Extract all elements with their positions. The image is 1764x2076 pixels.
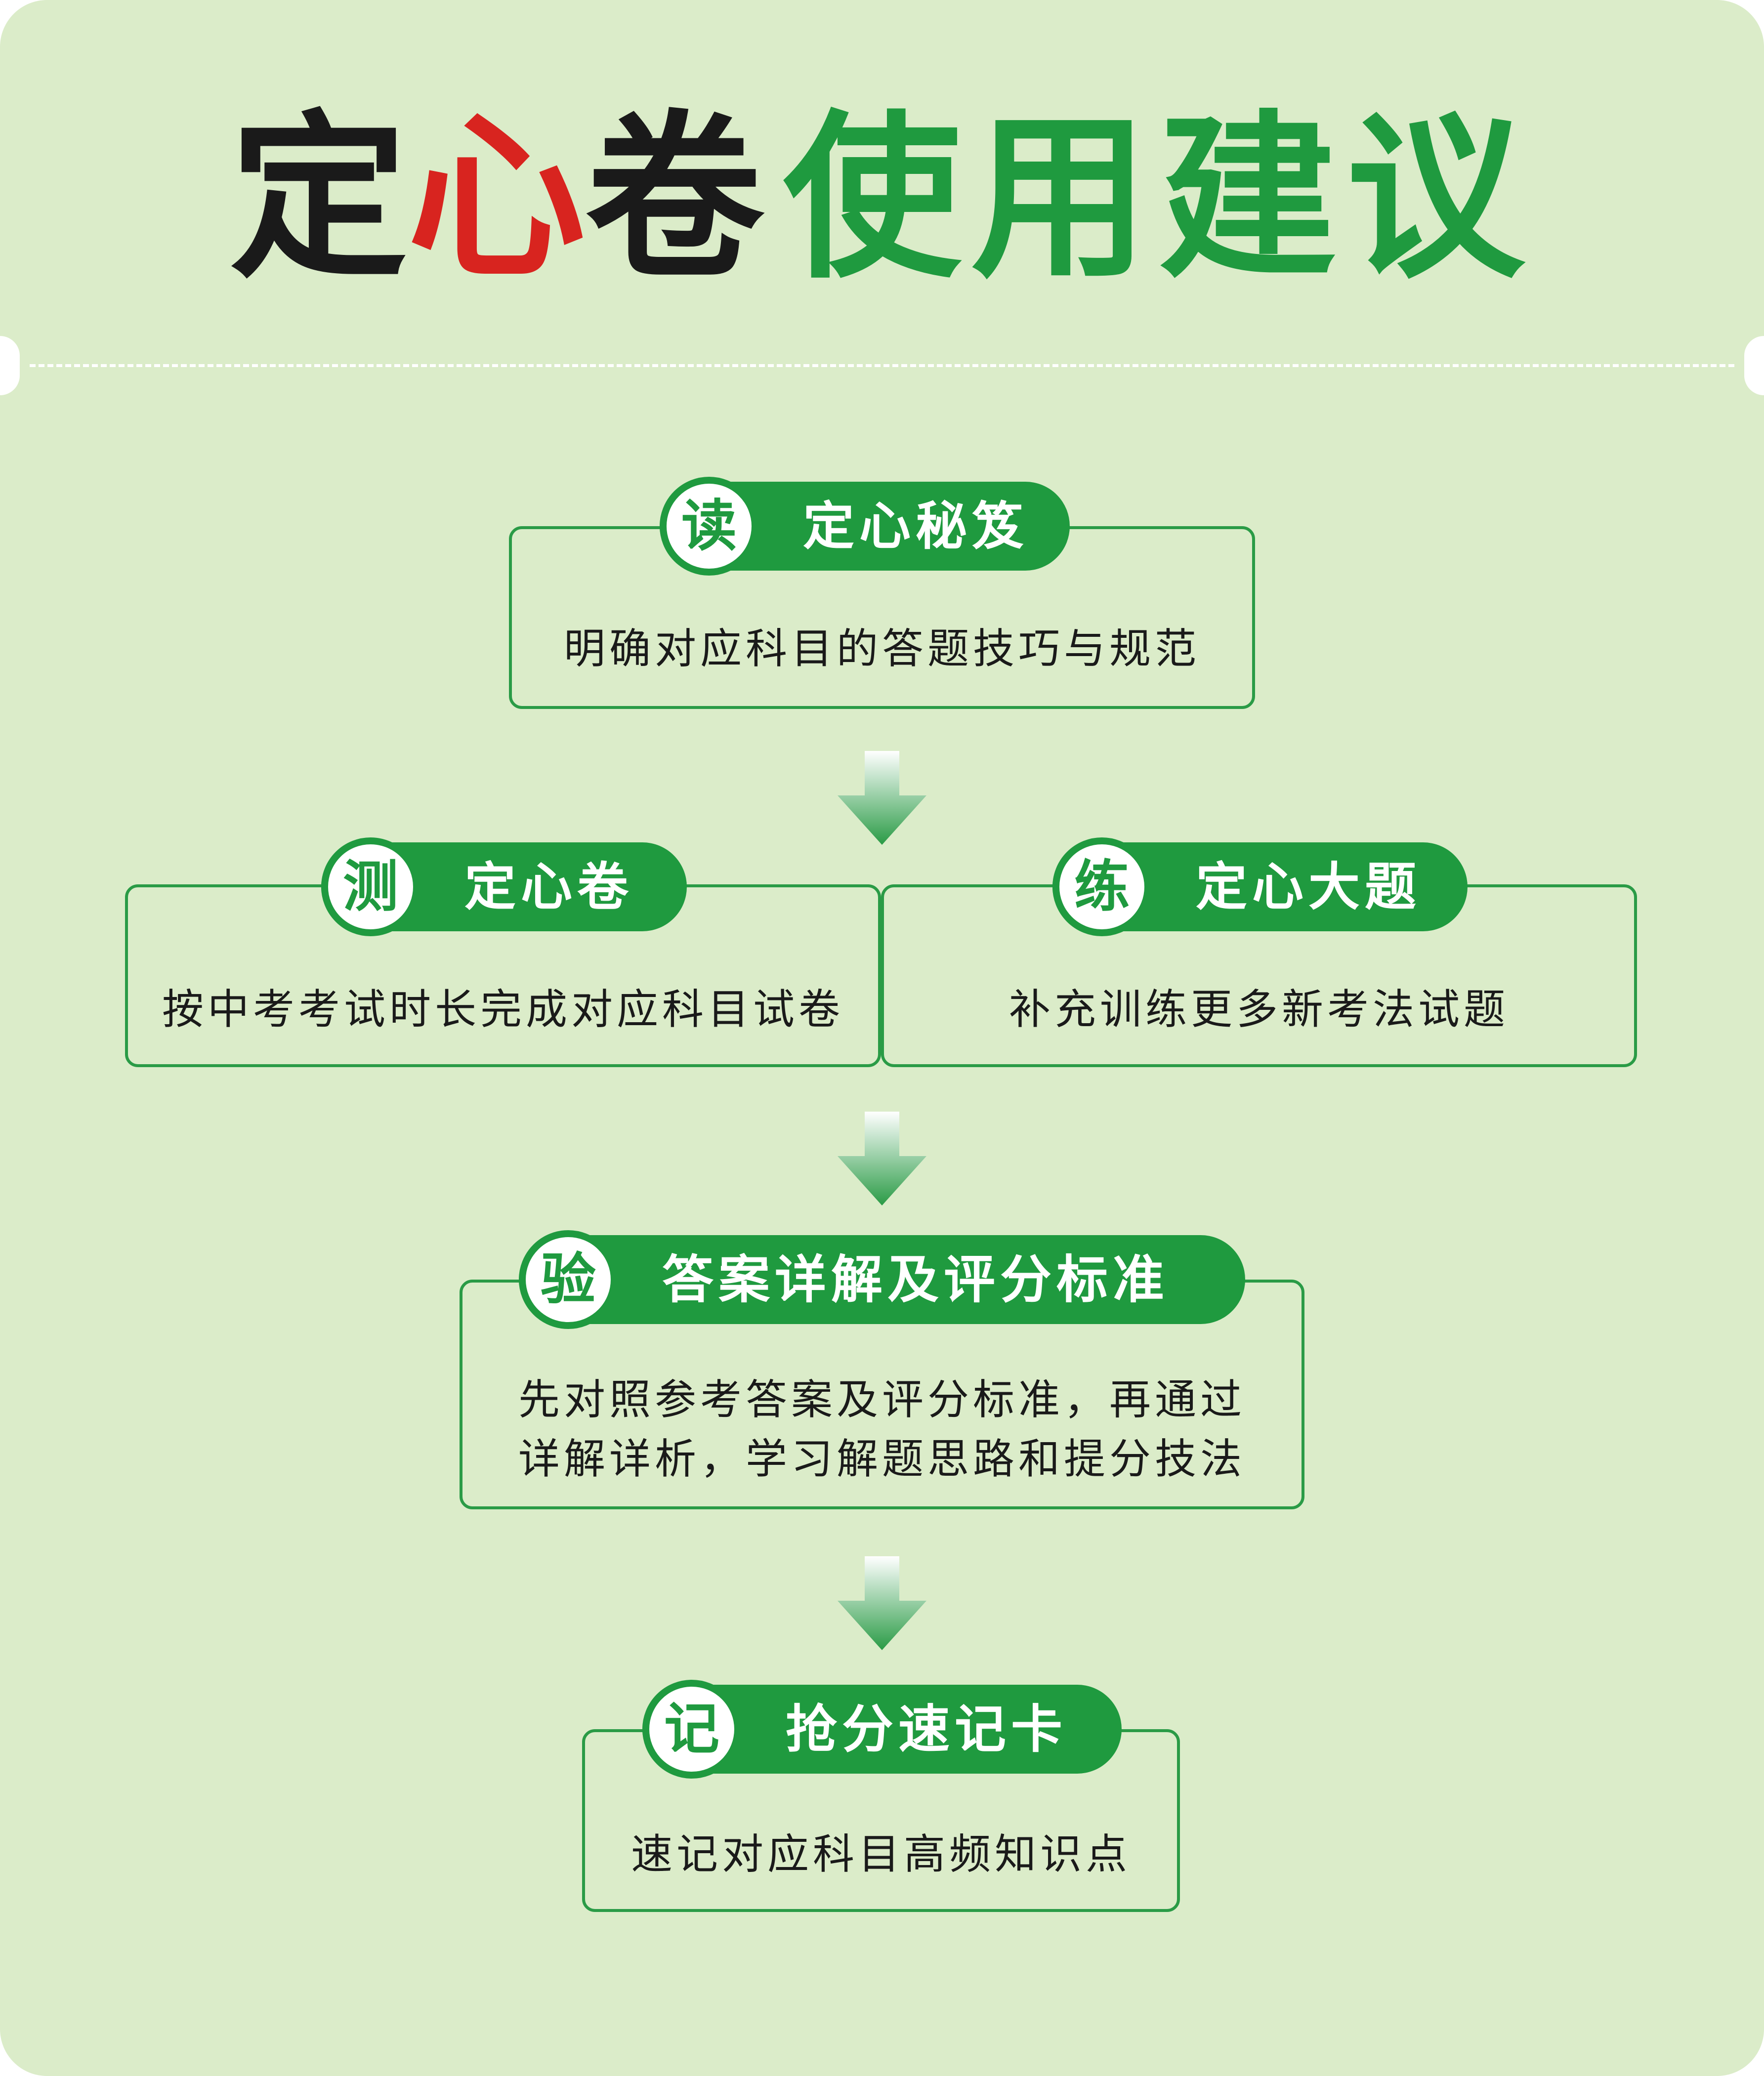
page-title: 定心卷使用建议 (0, 93, 1764, 302)
dashed-divider (30, 364, 1734, 367)
step-practice-desc: 补充训练更多新考法试题 (1008, 985, 1509, 1034)
down-arrow-icon (838, 1112, 926, 1205)
ticket-notch-right (1744, 336, 1764, 395)
title-usage-advice: 使用建议 (783, 95, 1534, 302)
step-memorize-header: 记 抢分速记卡 (642, 1680, 1122, 1779)
step-test-label: 定心卷 (464, 857, 634, 917)
test-icon: 测 (321, 837, 420, 936)
step-practice-label: 定心大题 (1196, 857, 1422, 917)
down-arrow-icon (838, 751, 926, 845)
title-char-xin: 心 (408, 93, 586, 302)
step-memorize-desc: 速记对应科目高频知识点 (630, 1830, 1131, 1878)
ticket-notch-left (0, 336, 20, 395)
down-arrow-icon (838, 1556, 926, 1650)
step-read-box: 明确对应科目的答题技巧与规范 (509, 526, 1255, 709)
step-read-header: 读 定心秘笈 (660, 477, 1070, 576)
step-practice-header: 练 定心大题 (1052, 837, 1468, 936)
step-verify-desc-line1: 先对照参考答案及评分标准，再通过 (518, 1375, 1246, 1424)
title-char-ding: 定 (230, 93, 408, 302)
practice-icon: 练 (1052, 837, 1151, 936)
step-verify-desc-line2: 详解详析，学习解题思路和提分技法 (518, 1435, 1246, 1483)
title-char-juan: 卷 (586, 93, 763, 302)
step-memorize-label: 抢分速记卡 (786, 1699, 1068, 1759)
verify-icon: 验 (519, 1230, 618, 1329)
step-verify-label: 答案详解及评分标准 (662, 1249, 1170, 1310)
memorize-icon: 记 (642, 1680, 741, 1779)
step-test-desc: 按中考考试时长完成对应科目试卷 (162, 985, 844, 1034)
read-icon: 读 (660, 477, 758, 576)
step-verify-header: 验 答案详解及评分标准 (519, 1230, 1245, 1329)
step-read-label: 定心秘笈 (803, 496, 1029, 556)
step-read-desc: 明确对应科目的答题技巧与规范 (563, 624, 1200, 673)
step-test-header: 测 定心卷 (321, 837, 687, 936)
